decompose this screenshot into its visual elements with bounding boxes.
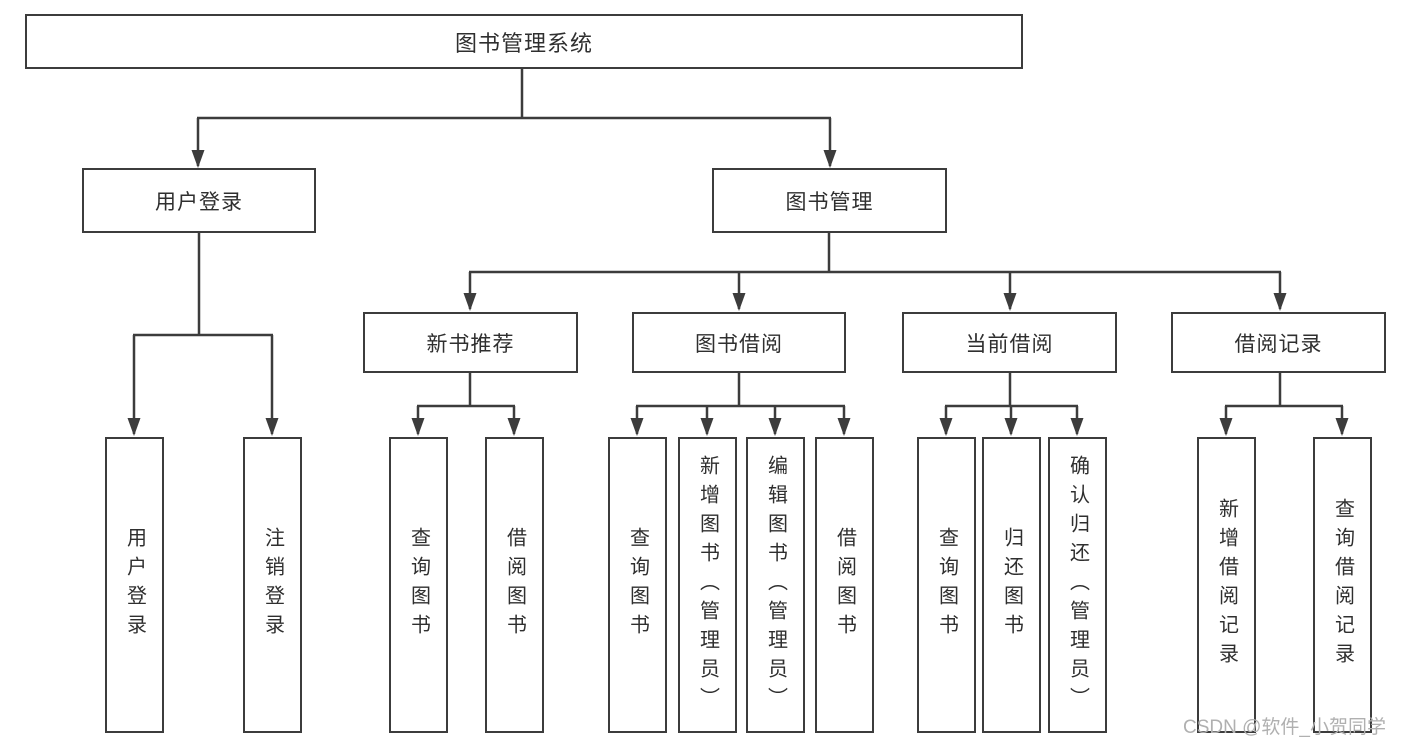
node-library-management-system: 图书管理系统 xyxy=(25,14,1023,69)
leaf-logout: 注销登录 xyxy=(243,437,302,733)
node-user-login: 用户登录 xyxy=(82,168,316,233)
leaf-query-books-current: 查询图书 xyxy=(917,437,976,733)
connector-root-trunk xyxy=(197,69,831,120)
csdn-watermark: CSDN @软件_小贺同学 xyxy=(1183,717,1386,738)
leaf-add-books-admin: 新增图书（管理员） xyxy=(678,437,737,733)
leaf-user-login: 用户登录 xyxy=(105,437,164,733)
connector-current-borrowing-trunk xyxy=(945,373,1078,408)
leaf-return-books: 归还图书 xyxy=(982,437,1041,733)
node-book-management: 图书管理 xyxy=(712,168,947,233)
leaf-query-books-borrowing: 查询图书 xyxy=(608,437,667,733)
node-new-book-recommendation: 新书推荐 xyxy=(363,312,578,373)
connector-book-management-trunk xyxy=(469,233,1281,274)
node-current-borrowing: 当前借阅 xyxy=(902,312,1117,373)
connector-borrowing-records-trunk xyxy=(1225,373,1343,408)
connector-user-login-trunk xyxy=(133,233,273,337)
connector-book-borrowing-trunk xyxy=(636,373,845,408)
leaf-edit-books-admin: 编辑图书（管理员） xyxy=(746,437,805,733)
node-borrowing-records: 借阅记录 xyxy=(1171,312,1386,373)
leaf-borrow-books-borrowing: 借阅图书 xyxy=(815,437,874,733)
leaf-confirm-return-admin: 确认归还（管理员） xyxy=(1048,437,1107,733)
leaf-borrow-books-recommend: 借阅图书 xyxy=(485,437,544,733)
leaf-add-borrow-record: 新增借阅记录 xyxy=(1197,437,1256,733)
leaf-query-borrow-record: 查询借阅记录 xyxy=(1313,437,1372,733)
node-book-borrowing: 图书借阅 xyxy=(632,312,846,373)
connector-new-book-recommendation-trunk xyxy=(417,373,515,408)
leaf-query-books-recommend: 查询图书 xyxy=(389,437,448,733)
